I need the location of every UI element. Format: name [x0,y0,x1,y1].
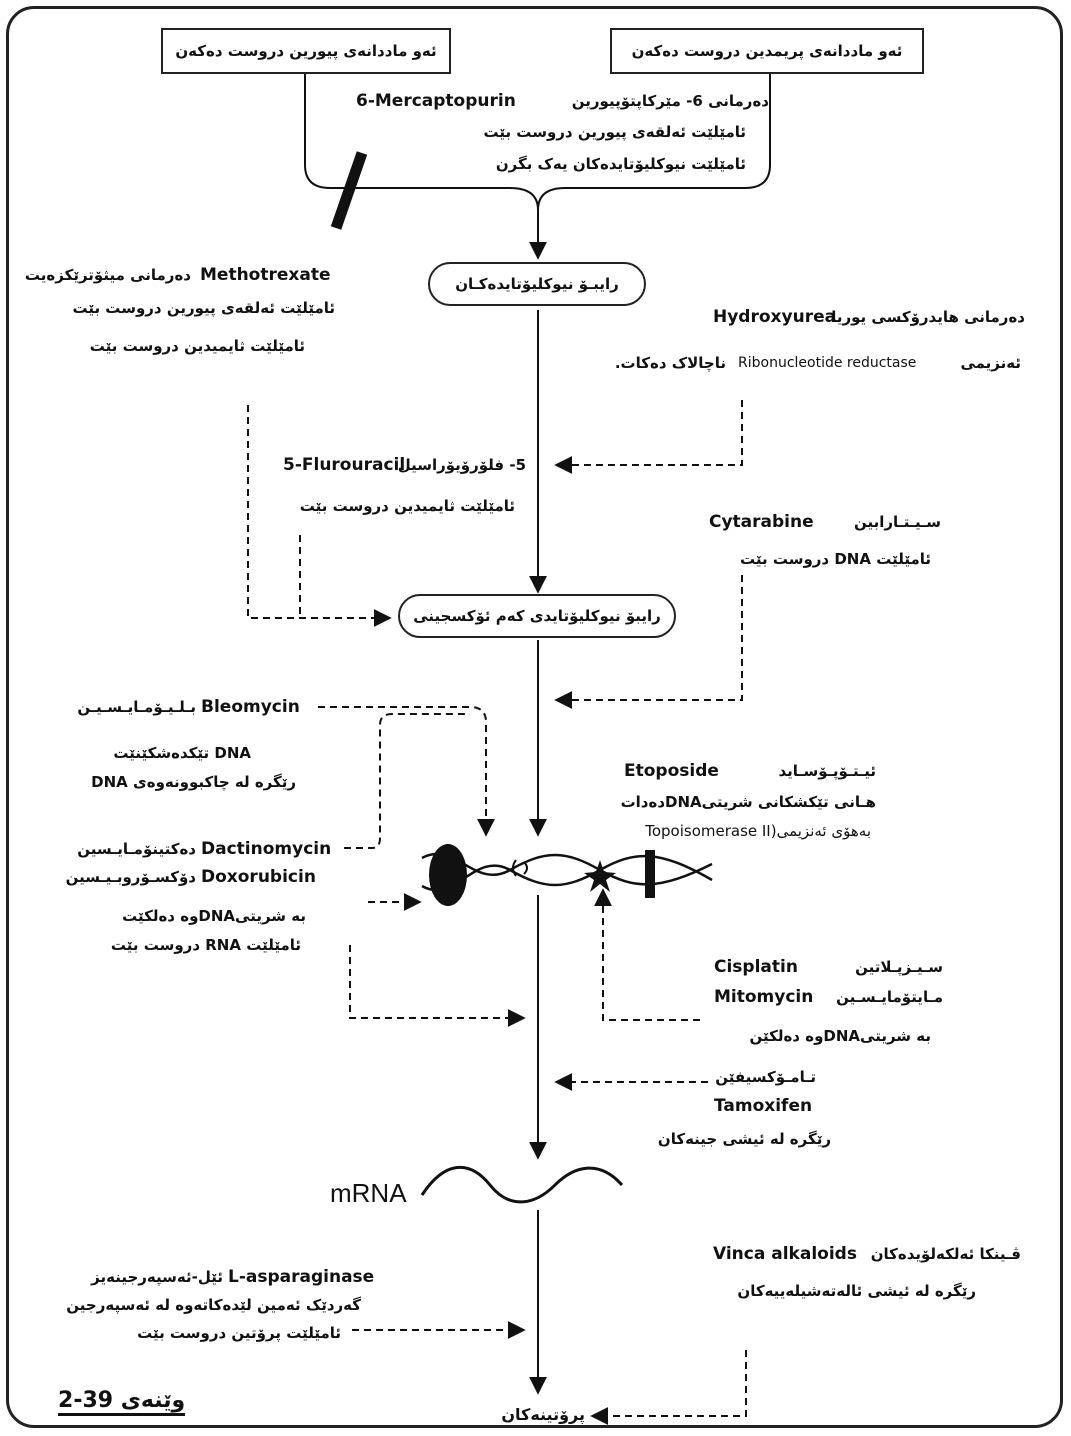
mitomycin-line1: بە شریتیDNAوە دەلکێن [749,1027,931,1045]
bleomycin-dashed [318,706,495,837]
cisplatin-title: سـیـزپـلاتین [855,958,943,976]
tamoxifen-name: Tamoxifen [714,1096,813,1116]
hydroxyurea-title: دەرمانی هایدرۆکسی یوریا [831,308,1025,326]
cytarabine-line1: ئامێلێت DNA دروست بێت [739,550,931,568]
methotrexate-title: دەرمانی میثۆترێکزەیت [24,266,191,284]
vinca-name: Vinca alkaloids [713,1244,857,1264]
etoposide-line1: هـانی تێکشکانی شریتیDNAدەدات [620,793,876,811]
pyrimidine-synthesis-box: ئەو ماددانەی پریمدین دروست دەکەن [610,28,924,74]
hydroxyurea-line1-prefix: ئەنزیمی [960,354,1021,372]
methotrexate-name: Methotrexate [200,265,331,285]
figure-label: وێنەی 39-2 [58,1388,186,1416]
hydroxyurea-enzyme: Ribonucleotide reductase [738,355,917,371]
dactinomycin-name: Dactinomycin [201,839,332,859]
mercaptopurine-title: دەرمانی 6- مێرکاپتۆپیورین [571,92,769,110]
fluorouracil-name: 5-Flurouracil [283,455,406,475]
asparaginase-title: ئێل-ئەسپەرجینەیز [91,1268,223,1286]
vinca-title: ڤـینکا ئەلکەلۆیدەکان [870,1245,1021,1263]
mitomycin-title: مـایتۆمایـسـین [836,988,943,1006]
mercaptopurine-line2: ئامێلێت نیوکلیۆتایدەکان یەک بگرن [495,155,746,173]
asparaginase-line1: گەردێک ئەمین لێدەکاتەوە لە ئەسپەرجین [66,1296,361,1314]
cytarabine-dashed [554,575,743,709]
topoisomerase-bar [645,850,655,898]
dna-bound-drug-oval [429,844,467,906]
rna-dashed [349,945,526,1027]
ribonucleotides-node: رایبـۆ نیوکلیۆتایدەکـان [428,262,646,306]
mrna-wave [420,1166,624,1204]
mercaptopurine-line1: ئامێلێت ئەلقەی پیورین دروست بێت [483,123,746,141]
doxorubicin-name: Doxorubicin [201,867,316,887]
mrna-label: mRNA [330,1178,407,1208]
etoposide-line2: بەهۆی ئەنزیمی(Topoisomerase II [645,822,871,840]
fluorouracil-line1: ئامێلێت ثایمیدین دروست بێت [299,497,515,515]
dactinomycin-title: دەکتینۆمـایـسین [77,840,196,858]
cytarabine-name: Cytarabine [709,512,814,532]
vinca-line1: رێگرە لە ئیشی ئالەتەشیلەییەکان [737,1282,976,1300]
bleomycin-title: بـلـیـۆمـایـسـیـن [77,698,196,716]
tamoxifen-line1: رێگرە لە ئیشی جینەکان [657,1130,831,1148]
etoposide-name: Etoposide [624,761,719,781]
dactinomycin-dashed [344,713,470,849]
deoxyribonucleotides-node: رایبۆ نیوکلیۆتایدی کەم ئۆکسجینی [398,594,676,638]
methotrexate-line1: ئامێلێت ئەلقەی پیورین دروست بێت [72,299,335,317]
tamoxifen-title: تـامـۆکسیفێن [715,1068,816,1086]
block-bar [330,151,368,230]
hydroxyurea-name: Hydroxyurea [713,307,837,327]
mercaptopurine-name: 6-Mercaptopurin [356,91,516,111]
asparaginase-name: L-asparaginase [228,1267,375,1287]
purine-synthesis-box: ئەو ماددانەی پیورین دروست دەکەن [161,28,451,74]
cytarabine-title: سـیـتـارابین [853,513,941,531]
vinca-dashed [590,1350,747,1425]
strand-break-marks [512,859,528,877]
cisplatin-name: Cisplatin [714,957,798,977]
bleomycin-line1: DNA تێکدەشکێنێت [113,744,251,762]
etoposide-title: ئیـتـۆپـۆسـاید [778,762,876,780]
crosslink-star [584,860,616,892]
hydroxyurea-dashed [554,400,743,474]
bleomycin-name: Bleomycin [201,697,300,717]
doxorubicin-line2: ئامێلێت RNA دروست بێت [110,936,301,954]
hydroxyurea-line1-suffix: ناچالاک دەکات. [614,354,726,372]
bleomycin-line2: رێگرە لە چاکبوونەوەی DNA [91,773,296,791]
doxorubicin-title: دۆکسـۆروبـیـسین [65,868,196,886]
cisplatin-dashed [594,888,700,1021]
pyrimidine-line [537,72,771,211]
purine-line [304,72,539,211]
proteins-node: پرۆتینەکان [501,1405,585,1424]
mitomycin-name: Mitomycin [714,987,814,1007]
diagram-frame [6,6,1063,1428]
asparaginase-line2: ئامێلێت پرۆتین دروست بێت [137,1324,341,1342]
fluorouracil-title: 5- فلۆرۆیۆراسیل [397,456,526,474]
methotrexate-line2: ئامێلێت ثایمیدین دروست بێت [89,337,305,355]
doxorubicin-line1: بە شریتیDNAوە دەلکێت [122,907,306,925]
